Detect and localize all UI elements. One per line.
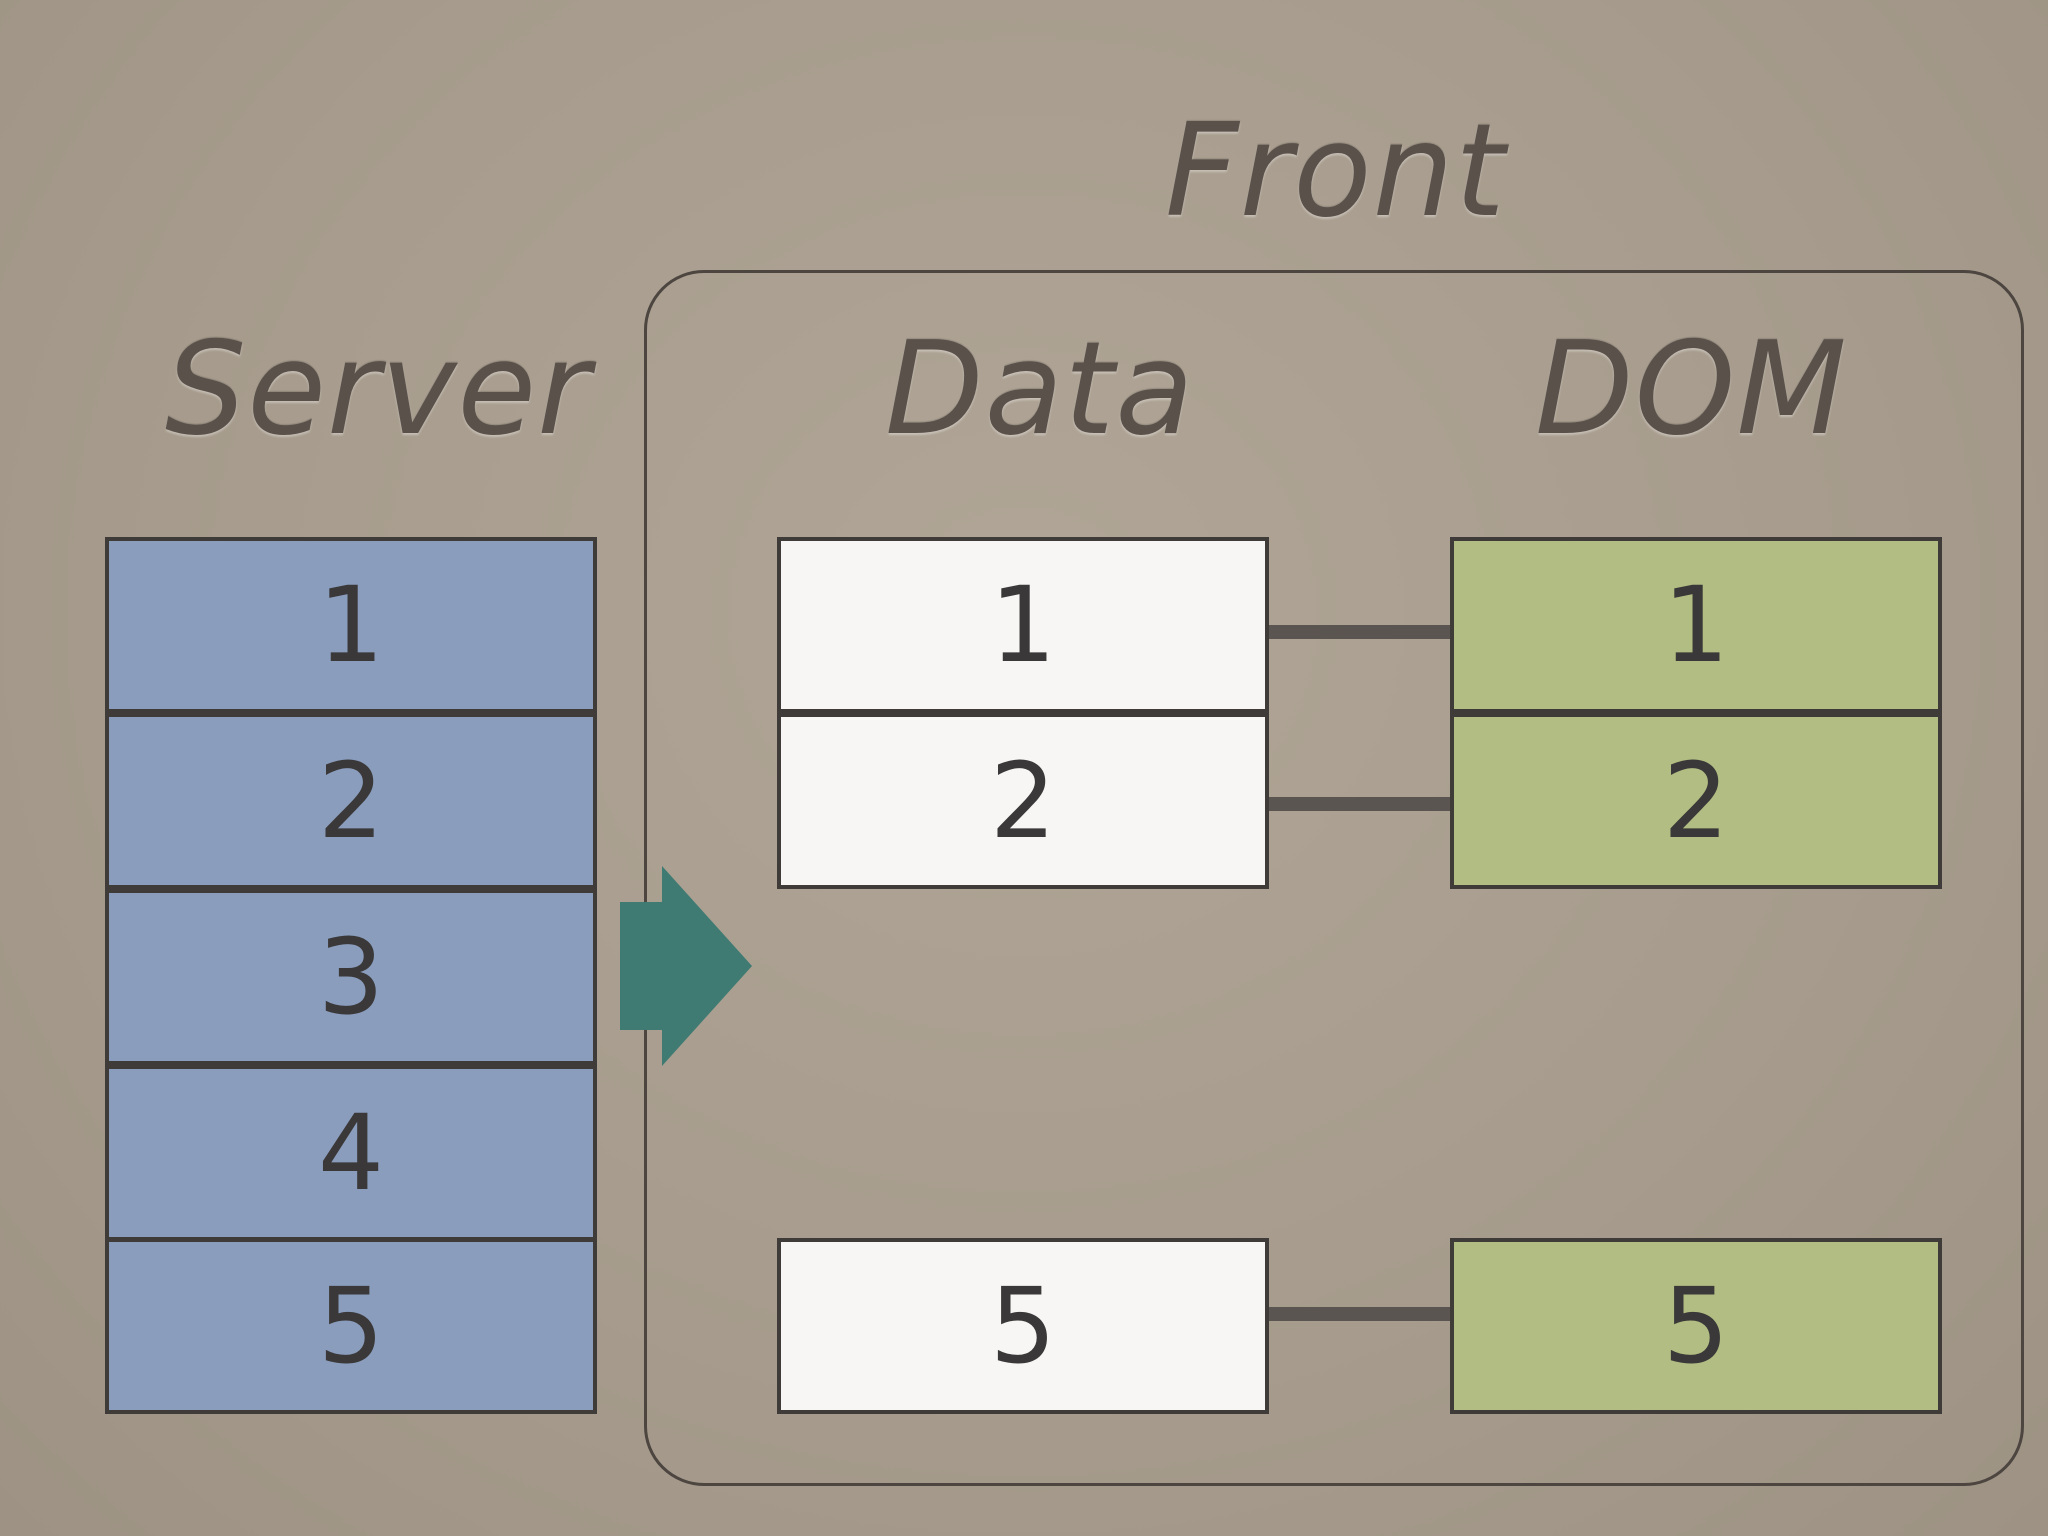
server-title: Server xyxy=(165,315,591,464)
server-item-1: 1 xyxy=(105,537,597,713)
dom-item-2: 2 xyxy=(1450,713,1942,889)
dom-item-1: 1 xyxy=(1450,537,1942,713)
server-item-3: 3 xyxy=(105,889,597,1065)
data-item-2: 2 xyxy=(777,713,1269,889)
server-item-5: 5 xyxy=(105,1238,597,1414)
data-item-5: 5 xyxy=(777,1238,1269,1414)
dom-title: DOM xyxy=(1535,315,1848,464)
right-arrow-icon xyxy=(620,866,752,1066)
front-title: Front xyxy=(1165,97,1506,246)
connector-2 xyxy=(1268,797,1452,811)
connector-1 xyxy=(1268,625,1452,639)
data-item-1: 1 xyxy=(777,537,1269,713)
server-item-4: 4 xyxy=(105,1065,597,1241)
dom-item-5: 5 xyxy=(1450,1238,1942,1414)
server-item-2: 2 xyxy=(105,713,597,889)
connector-5 xyxy=(1268,1307,1452,1321)
front-frame xyxy=(644,270,2024,1486)
data-title: Data xyxy=(885,315,1195,464)
